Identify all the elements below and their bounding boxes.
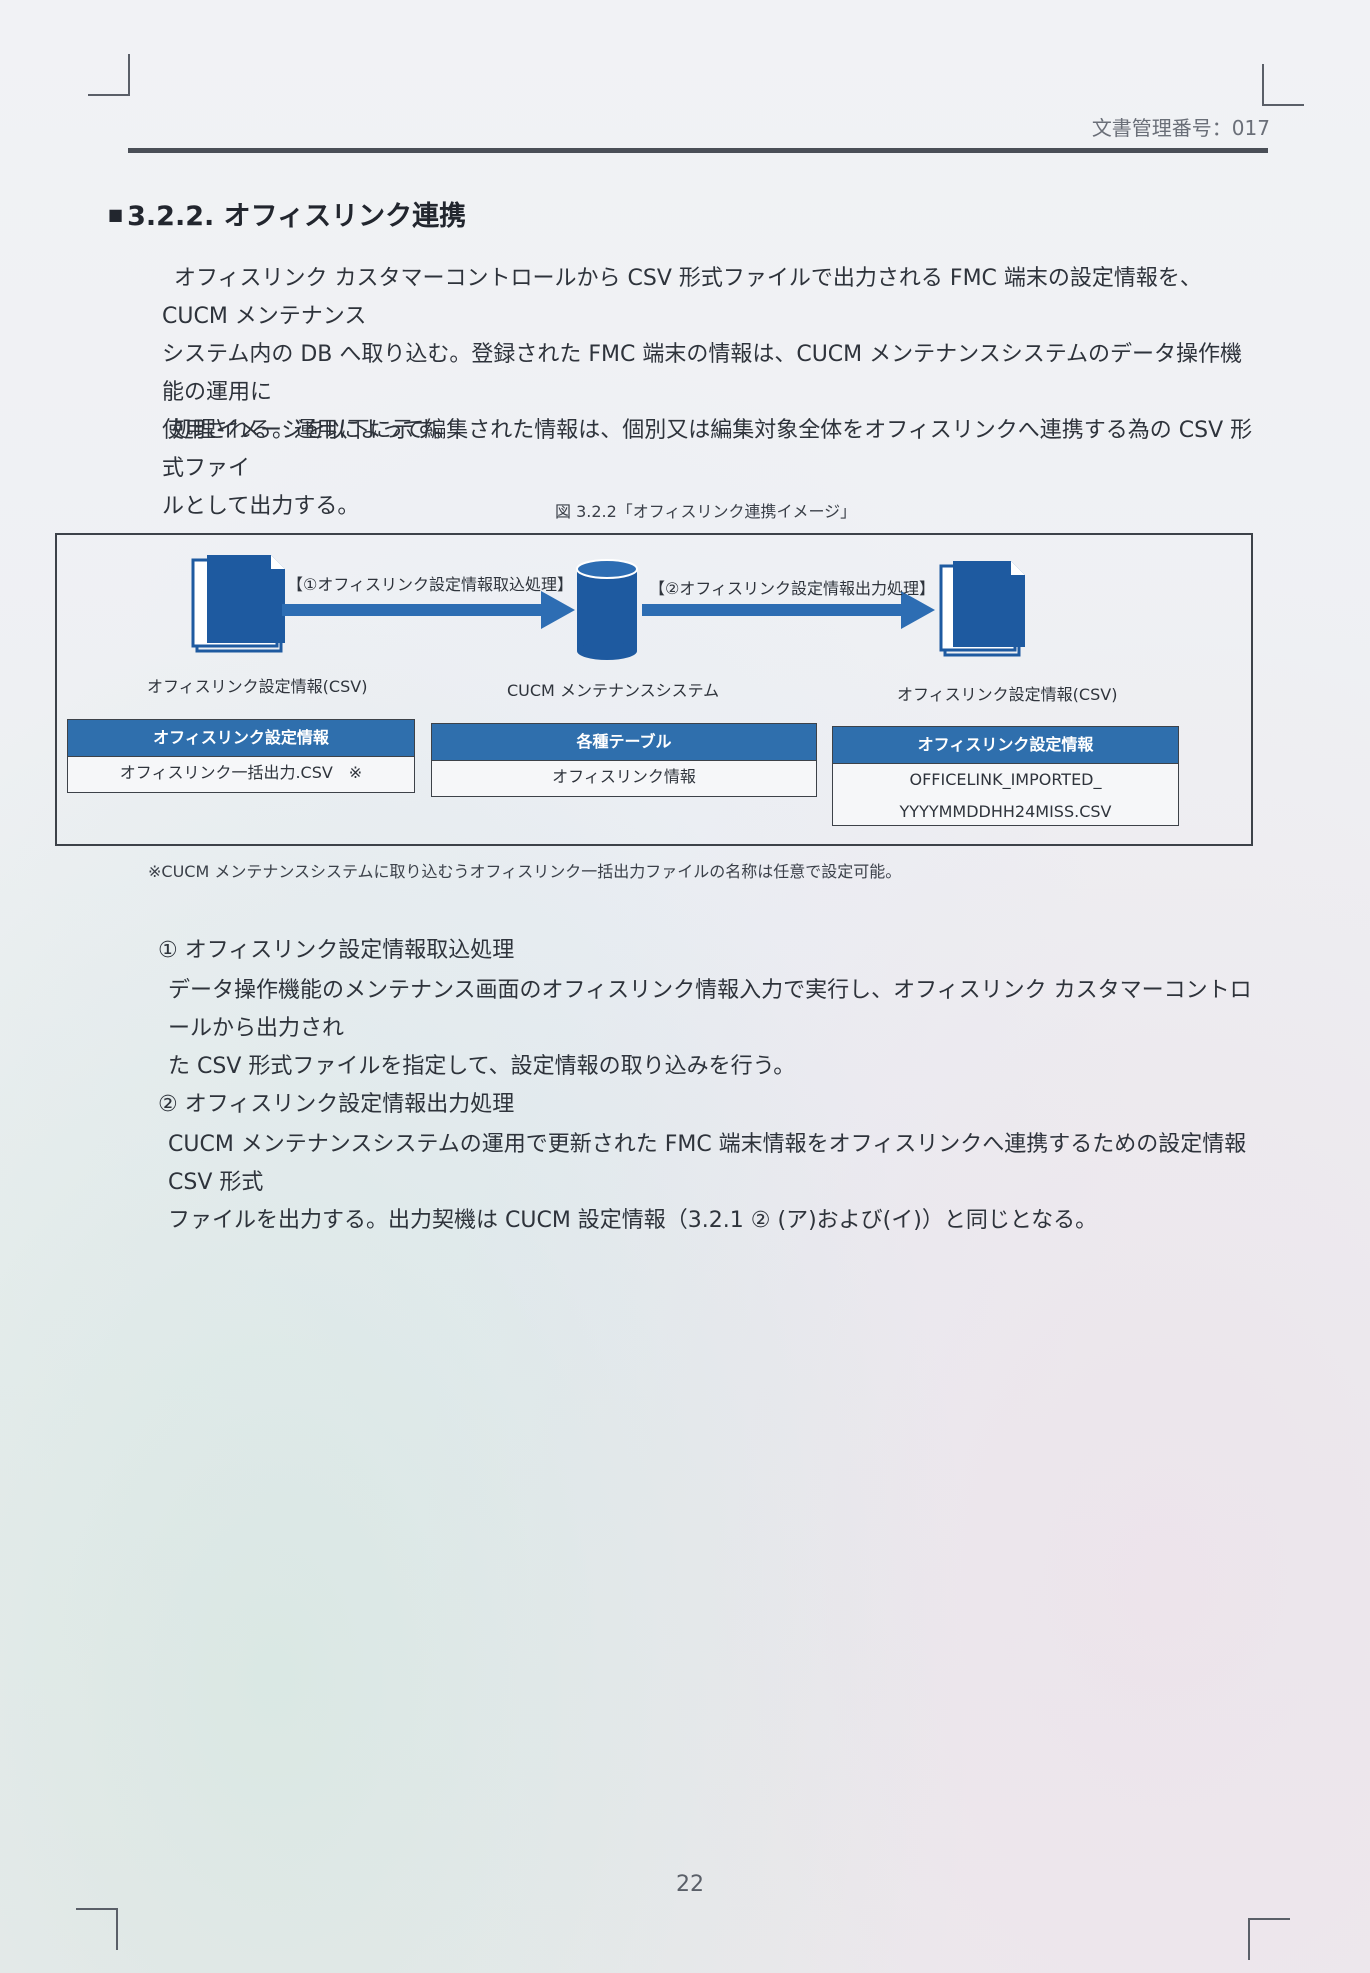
table-right-header: オフィスリンク設定情報	[833, 727, 1178, 764]
process-image-intro: 処理イメージを以下に示す。	[172, 418, 456, 443]
table-center-header: 各種テーブル	[432, 724, 816, 761]
table-center-cell: オフィスリンク情報	[552, 767, 696, 786]
item-1-title: ① オフィスリンク設定情報取込処理	[158, 938, 515, 963]
csv-document-stack-icon-left	[191, 555, 285, 653]
corner-mark-top-left	[88, 54, 130, 96]
intro-line: システム内の DB へ取り込む。登録された FMC 端末の情報は、CUCM メン…	[162, 342, 1243, 405]
left-icon-label: オフィスリンク設定情報(CSV)	[147, 677, 368, 696]
figure-caption: 図 3.2.2「オフィスリンク連携イメージ」	[555, 502, 857, 521]
section-heading-text: 3.2.2. オフィスリンク連携	[127, 201, 467, 232]
item-1-body: データ操作機能のメンテナンス画面のオフィスリンク情報入力で実行し、オフィスリンク…	[168, 972, 1268, 1086]
table-left-cell: オフィスリンク一括出力.CSV ※	[119, 763, 363, 782]
table-right-cell-line1: OFFICELINK_IMPORTED_	[909, 770, 1102, 789]
table-center: 各種テーブル オフィスリンク情報	[431, 723, 817, 797]
item-2-line: CUCM メンテナンスシステムの運用で更新された FMC 端末情報をオフィスリン…	[168, 1132, 1247, 1195]
header-rule	[128, 148, 1268, 153]
center-icon-label: CUCM メンテナンスシステム	[507, 681, 720, 700]
corner-mark-top-right	[1262, 64, 1304, 106]
item-1-line: データ操作機能のメンテナンス画面のオフィスリンク情報入力で実行し、オフィスリンク…	[168, 978, 1252, 1041]
document-number: 文書管理番号：017	[1091, 116, 1270, 140]
csv-document-stack-icon-right	[939, 561, 1025, 657]
intro-line: オフィスリンク カスタマーコントロールから CSV 形式ファイルで出力される F…	[162, 266, 1202, 329]
heading-bullet: ■	[108, 205, 124, 224]
item-2-title: ② オフィスリンク設定情報出力処理	[158, 1092, 515, 1117]
intro-line: 使用される。運用によって編集された情報は、個別又は編集対象全体をオフィスリンクへ…	[162, 418, 1253, 481]
arrow-import	[282, 591, 575, 629]
section-heading: ■3.2.2. オフィスリンク連携	[108, 194, 466, 233]
corner-mark-bottom-left	[76, 1908, 118, 1950]
item-2-body: CUCM メンテナンスシステムの運用で更新された FMC 端末情報をオフィスリン…	[168, 1126, 1268, 1240]
table-left-header: オフィスリンク設定情報	[68, 720, 414, 757]
item-2-line: ファイルを出力する。出力契機は CUCM 設定情報（3.2.1 ② (ア)および…	[168, 1208, 1098, 1233]
diagram-canvas	[191, 555, 1025, 660]
database-cylinder-icon	[576, 559, 638, 660]
figure-frame: 【①オフィスリンク設定情報取込処理】 【②オフィスリンク設定情報出力処理】 オフ…	[55, 533, 1253, 846]
corner-mark-bottom-right	[1248, 1918, 1290, 1960]
arrow-export	[642, 591, 935, 629]
arrow-import-label: 【①オフィスリンク設定情報取込処理】	[287, 575, 574, 594]
item-1-line: た CSV 形式ファイルを指定して、設定情報の取り込みを行う。	[168, 1054, 796, 1079]
arrow-export-label: 【②オフィスリンク設定情報出力処理】	[649, 579, 936, 598]
table-right-cell-line2: YYYYMMDDHH24MISS.CSV	[899, 802, 1112, 821]
intro-line: ルとして出力する。	[162, 494, 360, 519]
table-left: オフィスリンク設定情報 オフィスリンク一括出力.CSV ※	[67, 719, 415, 793]
table-right: オフィスリンク設定情報 OFFICELINK_IMPORTED_ YYYYMMD…	[832, 726, 1179, 826]
figure-note: ※CUCM メンテナンスシステムに取り込むうオフィスリンク一括出力ファイルの名称…	[148, 862, 902, 881]
page-number: 22	[676, 1872, 704, 1897]
right-icon-label: オフィスリンク設定情報(CSV)	[897, 685, 1118, 704]
intro-paragraph: オフィスリンク カスタマーコントロールから CSV 形式ファイルで出力される F…	[162, 260, 1262, 526]
